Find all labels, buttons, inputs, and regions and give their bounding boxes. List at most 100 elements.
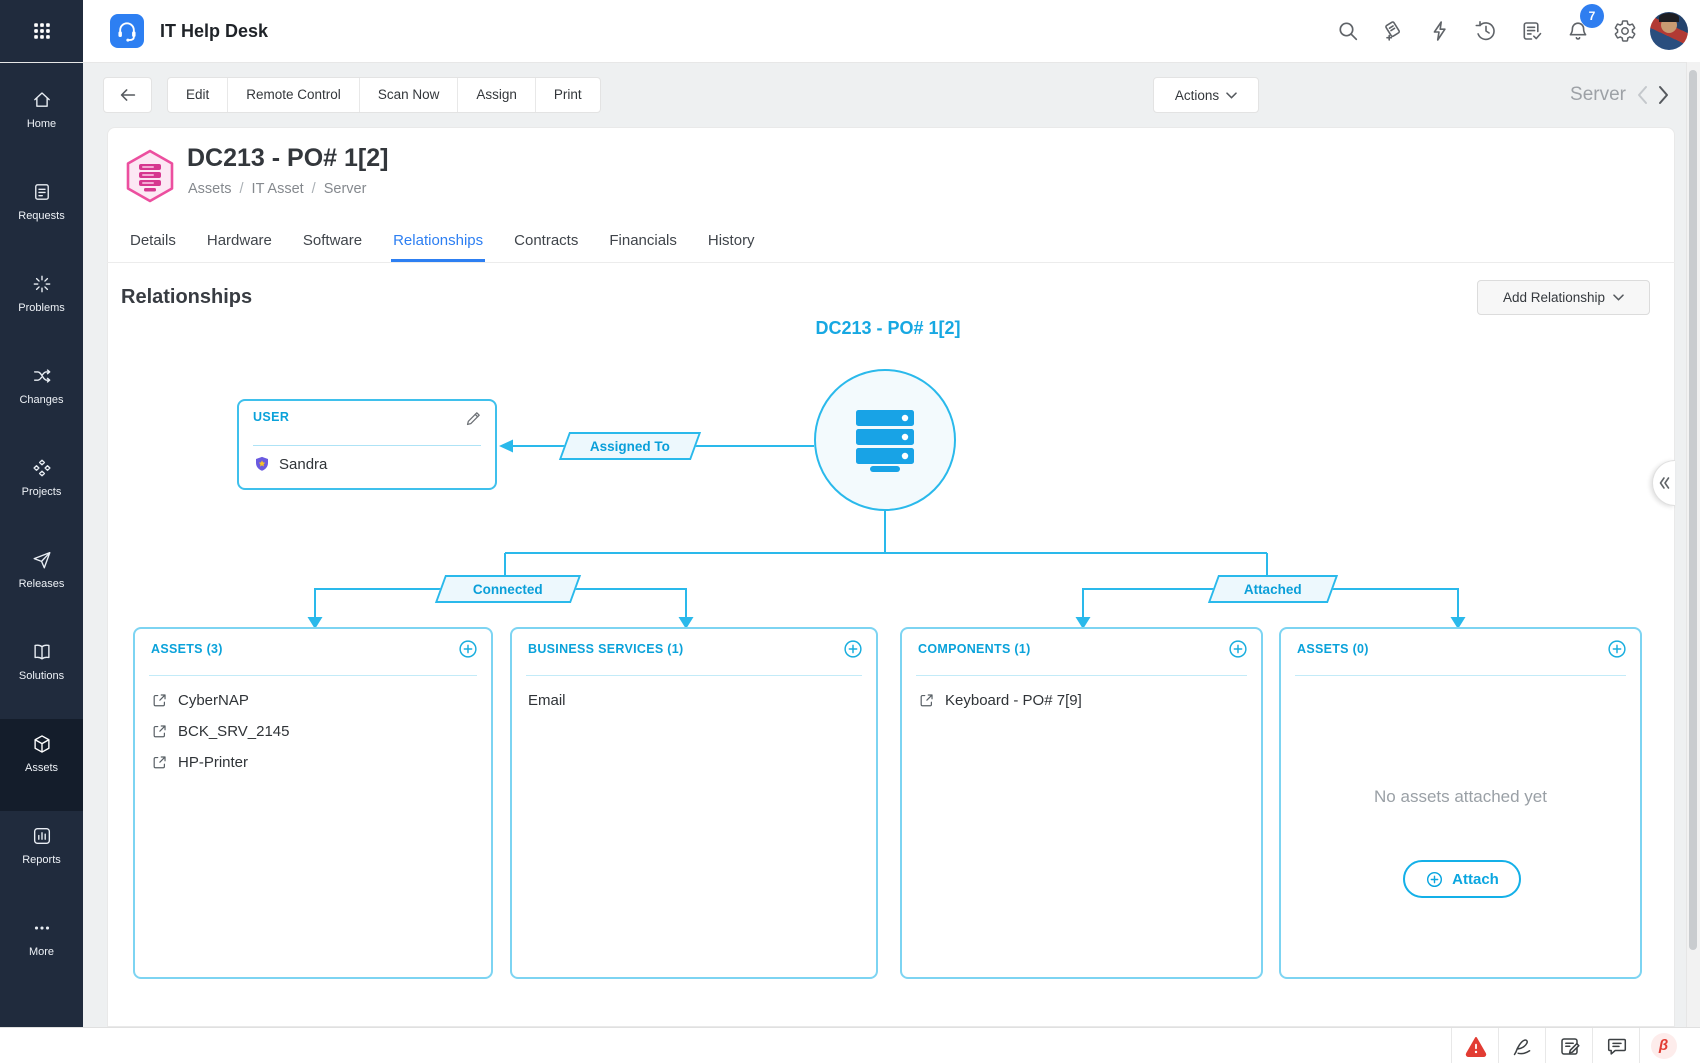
tab-hardware[interactable]: Hardware <box>206 232 272 249</box>
list-item[interactable]: HP-Printer <box>151 747 479 778</box>
sidebar-item-home[interactable]: Home <box>0 75 83 167</box>
user-panel-title: USER <box>253 410 290 424</box>
breadcrumb: Assets / IT Asset / Server <box>188 181 366 197</box>
more-icon <box>31 917 53 939</box>
releases-icon <box>31 549 53 571</box>
add-plus-icon[interactable] <box>457 638 479 660</box>
card-title: ASSETS (0) <box>1297 642 1369 656</box>
root-asset-node[interactable] <box>814 369 956 511</box>
card-components: COMPONENTS (1) Keyboard - PO# 7[9] <box>900 627 1263 979</box>
add-relationship-label: Add Relationship <box>1502 290 1606 305</box>
feedback-button[interactable] <box>1545 1028 1593 1063</box>
breadcrumb-it-asset[interactable]: IT Asset <box>251 181 304 197</box>
tab-history[interactable]: History <box>707 232 755 249</box>
list-item[interactable]: BCK_SRV_2145 <box>151 716 479 747</box>
alert-warning-icon <box>1464 1034 1488 1058</box>
record-type-label: Server <box>1570 84 1626 105</box>
sidebar-item-assets[interactable]: Assets <box>0 719 83 811</box>
add-plus-icon[interactable] <box>1606 638 1628 660</box>
back-button[interactable] <box>103 77 152 113</box>
card-title: ASSETS (3) <box>151 642 223 656</box>
history-icon[interactable] <box>1474 19 1498 43</box>
avatar[interactable] <box>1650 12 1688 50</box>
sidebar-item-label: Reports <box>22 854 61 866</box>
tab-details[interactable]: Details <box>130 232 176 249</box>
beta-button[interactable]: β <box>1639 1028 1687 1063</box>
sidebar-item-label: Assets <box>24 762 58 774</box>
next-record-icon[interactable] <box>1658 85 1670 105</box>
settings-gear-icon[interactable] <box>1613 19 1637 43</box>
card-attached-assets: ASSETS (0) No assets attached yet Attach <box>1279 627 1642 979</box>
scrollbar-thumb[interactable] <box>1689 70 1697 950</box>
sidebar-item-projects[interactable]: Projects <box>0 443 83 535</box>
tab-software[interactable]: Software <box>302 232 363 249</box>
chat-button[interactable] <box>1592 1028 1640 1063</box>
sidebar-item-solutions[interactable]: Solutions <box>0 627 83 719</box>
quick-actions-icon[interactable] <box>1428 19 1452 43</box>
edit-button[interactable]: Edit <box>168 78 229 112</box>
card-divider <box>526 675 862 676</box>
asset-tabs: Details Hardware Software Relationships … <box>107 226 1675 263</box>
scan-now-button[interactable]: Scan Now <box>360 78 459 112</box>
notification-count-badge: 7 <box>1580 4 1604 28</box>
chevron-down-icon <box>1226 91 1237 99</box>
edge-label-assigned-to: Assigned To <box>558 432 702 460</box>
tab-financials[interactable]: Financials <box>609 232 677 249</box>
status-bar: β <box>0 1027 1700 1063</box>
assigned-user-row[interactable]: Sandra <box>253 455 327 473</box>
external-link-icon <box>151 754 168 771</box>
notifications-bell-icon[interactable] <box>1566 19 1590 43</box>
breadcrumb-server[interactable]: Server <box>323 181 367 197</box>
tab-relationships[interactable]: Relationships <box>391 226 486 262</box>
sidebar-item-releases[interactable]: Releases <box>0 535 83 627</box>
sidebar-item-label: Solutions <box>18 670 65 682</box>
list-item[interactable]: CyberNAP <box>151 685 479 716</box>
external-link-icon <box>918 692 935 709</box>
chat-icon <box>1605 1034 1629 1058</box>
zia-button[interactable] <box>1498 1028 1546 1063</box>
sidebar-item-label: Home <box>26 118 57 130</box>
feedback-form-icon[interactable] <box>1520 19 1544 43</box>
reports-icon <box>31 825 53 847</box>
sidebar-item-problems[interactable]: Problems <box>0 259 83 351</box>
print-button[interactable]: Print <box>553 87 582 102</box>
ticket-add-icon[interactable] <box>1381 19 1405 43</box>
sidebar-item-label: Projects <box>21 486 62 498</box>
scrollbar <box>1686 62 1700 1027</box>
app-grid-icon <box>31 20 53 42</box>
list-item[interactable]: Email <box>528 692 566 709</box>
add-plus-icon[interactable] <box>1227 638 1249 660</box>
sidebar-item-requests[interactable]: Requests <box>0 167 83 259</box>
prev-record-icon[interactable] <box>1636 85 1648 105</box>
assets-icon <box>31 733 53 755</box>
breadcrumb-assets[interactable]: Assets <box>188 181 232 197</box>
app-launcher-button[interactable] <box>0 0 83 62</box>
zia-icon <box>1511 1034 1535 1058</box>
sidebar-item-more[interactable]: More <box>0 903 83 995</box>
sidebar-item-changes[interactable]: Changes <box>0 351 83 443</box>
attach-button[interactable]: Attach <box>1403 860 1521 898</box>
edge-label-connected: Connected <box>434 575 582 603</box>
pencil-icon[interactable] <box>464 409 483 428</box>
beta-badge: β <box>1650 1032 1677 1059</box>
compose-note-icon <box>1558 1034 1582 1058</box>
alert-warning-button[interactable] <box>1451 1028 1499 1063</box>
actions-dropdown-button[interactable]: Actions <box>1153 77 1259 113</box>
add-plus-icon[interactable] <box>842 638 864 660</box>
add-relationship-button[interactable]: Add Relationship <box>1477 280 1650 315</box>
edge-label-attached: Attached <box>1207 575 1339 603</box>
assign-button[interactable]: Assign <box>458 78 536 112</box>
actions-label: Actions <box>1174 87 1220 103</box>
external-link-icon <box>151 692 168 709</box>
card-divider <box>1295 675 1626 676</box>
sidebar-item-reports[interactable]: Reports <box>0 811 83 903</box>
list-item[interactable]: Keyboard - PO# 7[9] <box>918 685 1249 716</box>
search-icon[interactable] <box>1336 19 1360 43</box>
plus-circle-icon <box>1425 870 1444 889</box>
back-arrow-icon <box>117 84 139 106</box>
section-title: Relationships <box>121 286 253 308</box>
card-divider <box>149 675 477 676</box>
helpdesk-logo[interactable] <box>110 14 144 48</box>
tab-contracts[interactable]: Contracts <box>514 232 579 249</box>
remote-control-button[interactable]: Remote Control <box>228 78 360 112</box>
